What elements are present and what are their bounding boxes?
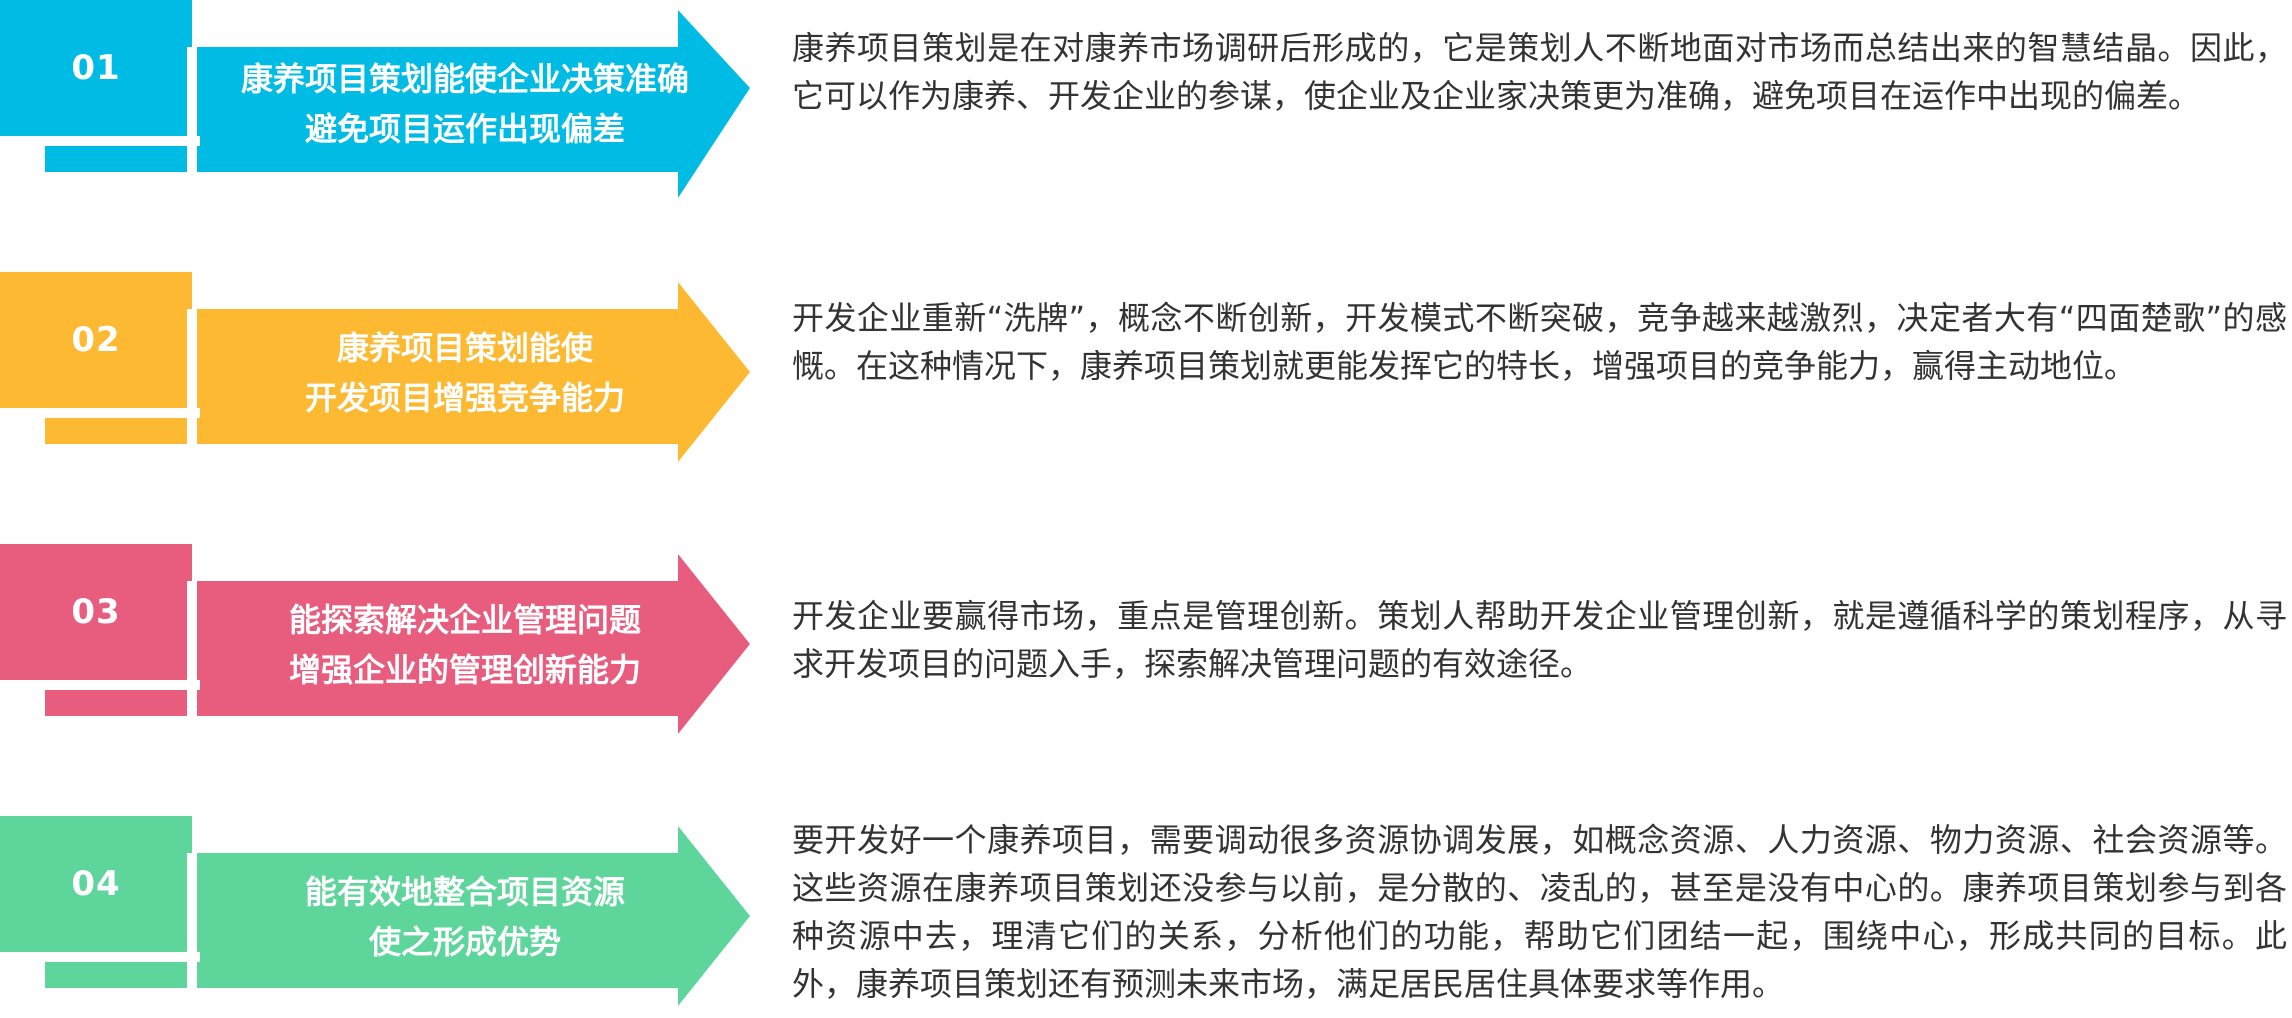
step-2-arrow-shape (0, 272, 750, 462)
step-4: 04 能有效地整合项目资源 使之形成优势 要开发好一个康养项目，需要调动很多资源… (0, 816, 2292, 1016)
step-1-title-line1: 康养项目策划能使企业决策准确 (240, 60, 689, 98)
step-3-title-line2: 增强企业的管理创新能力 (288, 651, 641, 689)
step-4-arrow (45, 826, 750, 1006)
step-4-arrow-shape (0, 816, 750, 1006)
step-4-title: 能有效地整合项目资源 使之形成优势 (205, 861, 725, 973)
step-3-arrow-shape (0, 544, 750, 734)
step-3: 03 能探索解决企业管理问题 增强企业的管理创新能力 开发企业要赢得市场，重点是… (0, 544, 2292, 744)
step-2: 02 康养项目策划能使 开发项目增强竞争能力 开发企业重新“洗牌”，概念不断创新… (0, 272, 2292, 472)
step-3-number: 03 (71, 592, 121, 632)
step-1-number-box (0, 0, 192, 136)
step-2-title-line2: 开发项目增强竞争能力 (304, 379, 625, 417)
step-2-title: 康养项目策划能使 开发项目增强竞争能力 (205, 317, 725, 429)
step-3-title-line1: 能探索解决企业管理问题 (288, 601, 641, 639)
step-2-number-box (0, 272, 192, 408)
step-1-description: 康养项目策划是在对康养市场调研后形成的，它是策划人不断地面对市场而总结出来的智慧… (792, 29, 2287, 115)
step-4-title-line2: 使之形成优势 (368, 923, 561, 961)
step-4-number: 04 (71, 864, 121, 904)
step-3-title: 能探索解决企业管理问题 增强企业的管理创新能力 (205, 589, 725, 701)
step-3-number-box (0, 544, 192, 680)
step-3-description: 开发企业要赢得市场，重点是管理创新。策划人帮助开发企业管理创新，就是遵循科学的策… (792, 597, 2287, 683)
step-4-number-box (0, 816, 192, 952)
step-2-title-line1: 康养项目策划能使 (336, 329, 593, 367)
step-1-arrow-shape (0, 0, 750, 198)
step-2-description: 开发企业重新“洗牌”，概念不断创新，开发模式不断突破，竞争越来越激烈，决定者大有… (792, 299, 2287, 385)
step-1-title: 康养项目策划能使企业决策准确 避免项目运作出现偏差 (205, 48, 725, 160)
step-4-description: 要开发好一个康养项目，需要调动很多资源协调发展，如概念资源、人力资源、物力资源、… (792, 821, 2287, 1003)
step-1-number: 01 (71, 48, 121, 88)
step-1-title-line2: 避免项目运作出现偏差 (304, 110, 625, 148)
step-2-arrow (45, 282, 750, 462)
step-2-number: 02 (71, 320, 121, 360)
step-4-title-line1: 能有效地整合项目资源 (304, 873, 625, 911)
step-3-arrow (45, 554, 750, 734)
step-1: 01 康养项目策划能使企业决策准确 避免项目运作出现偏差 康养项目策划是在对康养… (0, 0, 2292, 200)
step-1-arrow (45, 10, 750, 198)
